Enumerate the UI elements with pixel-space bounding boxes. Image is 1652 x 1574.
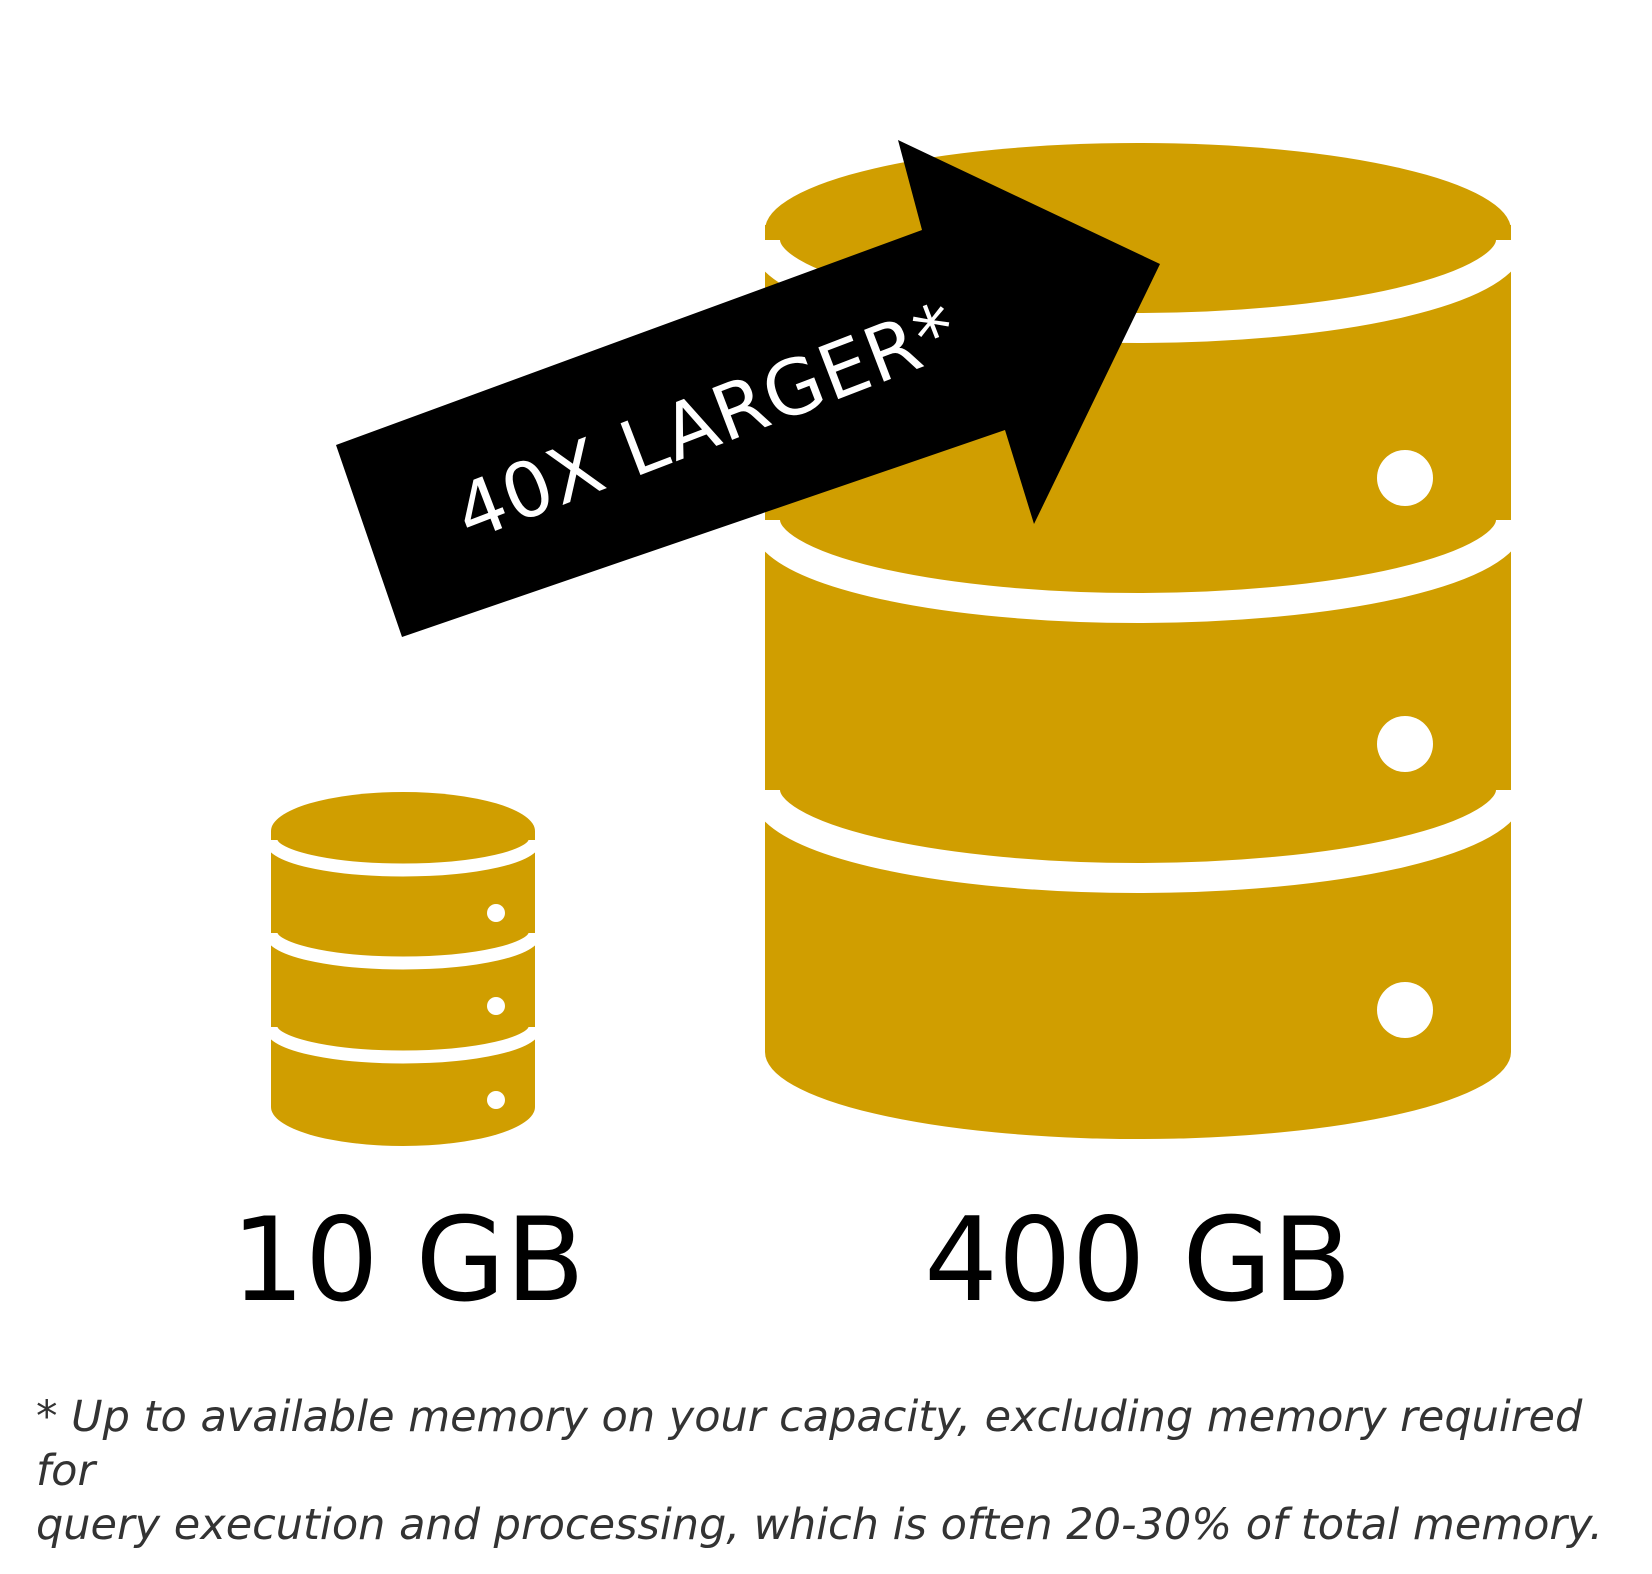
small-database-icon (264, 792, 542, 1146)
small-database-body (271, 831, 535, 1146)
large-database-led-1 (1377, 450, 1433, 506)
large-database-led-2 (1377, 716, 1433, 772)
footnote: * Up to available memory on your capacit… (36, 1390, 1636, 1552)
large-database-body (765, 225, 1511, 1139)
large-database-band-2 (750, 518, 1526, 623)
small-database-band-2 (264, 932, 542, 970)
small-database-band-3 (264, 1026, 542, 1064)
small-database-led-2 (487, 997, 505, 1015)
footnote-line-1: * Up to available memory on your capacit… (36, 1392, 1583, 1496)
large-database-label: 400 GB (924, 1193, 1352, 1328)
small-database-led-1 (487, 904, 505, 922)
small-database-top (271, 792, 535, 870)
arrow-shape (336, 140, 1160, 637)
small-database-led-3 (487, 1091, 505, 1109)
footnote-line-2: query execution and processing, which is… (36, 1500, 1603, 1550)
small-database-label: 10 GB (231, 1193, 585, 1328)
small-database-band-1 (264, 839, 542, 877)
large-database-led-3 (1377, 982, 1433, 1038)
large-database-band-3 (750, 788, 1526, 893)
